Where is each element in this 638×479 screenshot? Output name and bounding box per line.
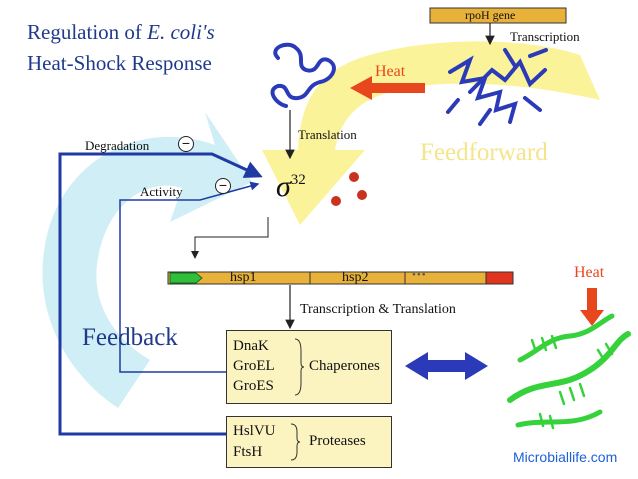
folded-rpoh-protein-icon [446, 48, 548, 126]
sigma32-symbol: σ32 [276, 172, 306, 202]
degradation-inhibit-icon: − [178, 136, 194, 152]
hsp1-label: hsp1 [230, 270, 257, 285]
proteases-brace [290, 423, 301, 461]
activity-arrow [119, 181, 260, 373]
source-credit: Microbiallife.com [513, 449, 618, 465]
protease-item: HslVU [233, 423, 276, 439]
operon-ellipsis: ••• [412, 269, 427, 281]
diagram-title-line2: Heat-Shock Response [27, 51, 212, 75]
feedforward-yellow-band [262, 41, 600, 225]
protease-item: FtsH [233, 444, 263, 460]
heat-arrow-right [580, 288, 604, 326]
diagram-title-line1: Regulation of E. coli's [27, 22, 215, 43]
title-prefix: Regulation of [27, 20, 148, 44]
feedback-label: Feedback [82, 324, 178, 351]
sigma-superscript: 32 [290, 172, 306, 188]
chaperones-label: Chaperones [309, 358, 380, 374]
title-organism: E. coli's [147, 20, 215, 44]
heat-label-top: Heat [375, 63, 406, 80]
activity-inhibit-icon: − [215, 178, 231, 194]
heat-label-right: Heat [574, 264, 605, 281]
activity-label: Activity [140, 184, 183, 199]
proteases-box: HslVU FtsH Proteases [226, 416, 392, 468]
chaperone-item: GroEL [233, 358, 275, 374]
chaperone-interaction-arrow [405, 352, 488, 380]
degradation-arrow [58, 152, 263, 436]
translation-label: Translation [298, 127, 357, 142]
gene-label: rpoH gene [465, 8, 516, 22]
sigma-letter: σ [276, 170, 291, 203]
degradation-label: Degradation [85, 138, 150, 153]
chaperones-box: DnaK GroEL GroES Chaperones [226, 330, 392, 404]
transcription-label: Transcription [510, 29, 580, 44]
unfolded-protein-icon [270, 42, 336, 108]
hsp2-label: hsp2 [342, 270, 369, 285]
transcription-translation-label: Transcription & Translation [300, 302, 456, 317]
sigma32-dots-icon [331, 172, 367, 206]
hsp-operon-bar [167, 271, 514, 285]
misfolded-protein-icon [507, 313, 631, 430]
chaperones-brace [294, 338, 305, 396]
rpoh-gene-bar [429, 7, 567, 24]
feedback-curved-arrow [42, 112, 252, 408]
chaperone-item: DnaK [233, 338, 269, 354]
proteases-label: Proteases [309, 433, 366, 449]
chaperone-item: GroES [233, 378, 274, 394]
heat-arrow-top [350, 76, 425, 100]
feedforward-label: Feedforward [420, 139, 548, 166]
